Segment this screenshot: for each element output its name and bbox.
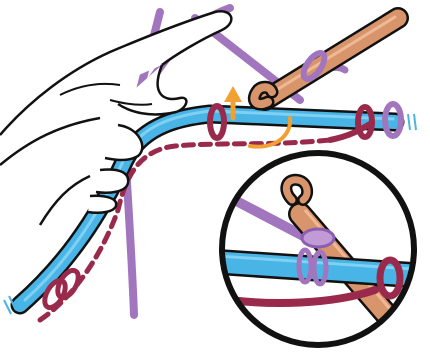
red-yarn (37, 103, 375, 323)
crochet-hook-icon (247, 7, 409, 111)
main-scene (0, 4, 417, 323)
zoom-inset (219, 150, 417, 348)
curved-arrow-icon (224, 86, 293, 149)
hand-icon (0, 10, 233, 226)
purple-loop-strand (382, 101, 404, 139)
